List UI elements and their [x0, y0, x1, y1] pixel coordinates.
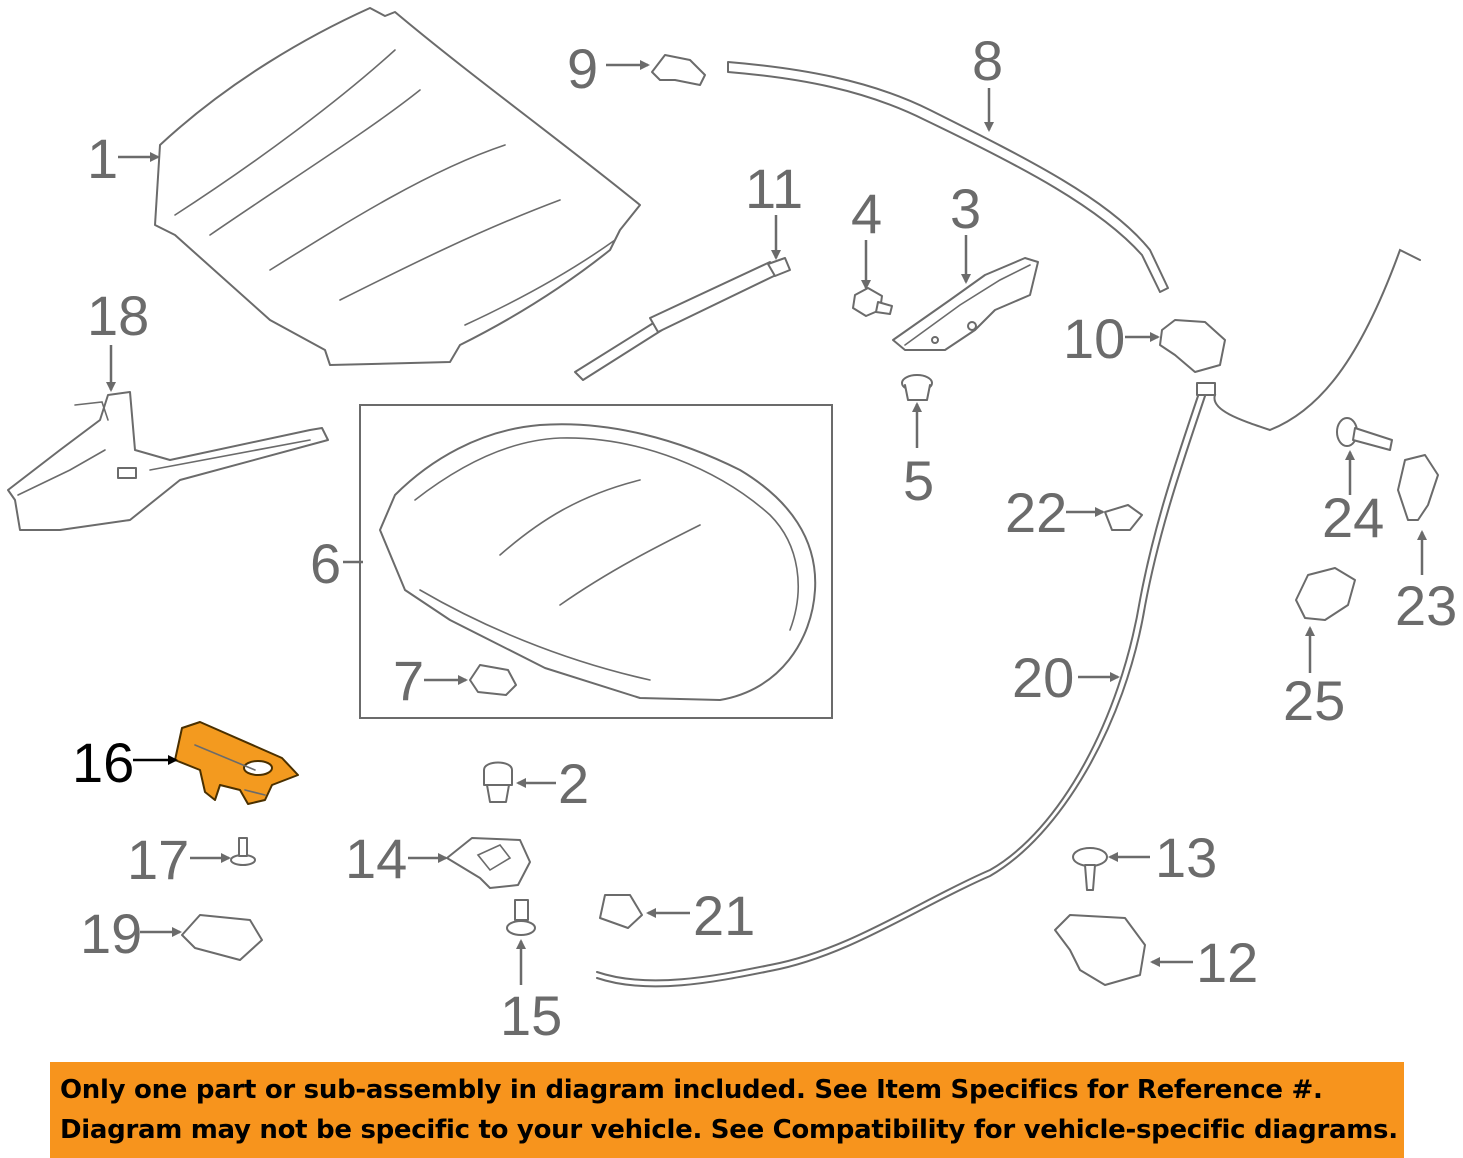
disclaimer-line-2: Diagram may not be specific to your vehi… — [60, 1115, 1398, 1145]
disclaimer-banner: Only one part or sub-assembly in diagram… — [50, 1062, 1404, 1158]
callout-3: 3 — [950, 177, 981, 240]
callout-1: 1 — [87, 127, 118, 190]
hood-strut-part — [574, 257, 791, 381]
clip-7-part — [469, 664, 517, 696]
callout-2: 2 — [558, 752, 589, 815]
insulator-part — [379, 423, 817, 701]
leader-lines — [106, 60, 1427, 985]
clip-21-part — [599, 894, 643, 929]
weatherstrip-part — [727, 61, 1169, 293]
callout-21: 21 — [693, 884, 755, 947]
callout-12: 12 — [1196, 931, 1258, 994]
lock-bracket-part — [174, 721, 299, 805]
clip-25-part — [1295, 567, 1356, 621]
callout-17: 17 — [127, 828, 189, 891]
callout-7: 7 — [393, 649, 424, 712]
bumper-10-part — [1159, 319, 1226, 373]
callout-14: 14 — [345, 827, 407, 890]
callout-20: 20 — [1012, 646, 1074, 709]
callout-6: 6 — [310, 532, 341, 595]
callout-22: 22 — [1005, 481, 1067, 544]
callout-19: 19 — [80, 902, 142, 965]
callout-24: 24 — [1322, 486, 1384, 549]
callout-18: 18 — [87, 284, 149, 347]
pin-17-part — [230, 837, 256, 866]
striker-part — [446, 837, 531, 889]
bumper-2-part — [483, 761, 513, 803]
grommet-5-part — [901, 374, 933, 401]
callout-4: 4 — [851, 182, 882, 245]
callout-15: 15 — [500, 984, 562, 1047]
clip-9-part — [651, 54, 706, 86]
cover-19-part — [181, 914, 263, 961]
hood-part — [154, 7, 641, 366]
screw-13-part — [1072, 847, 1108, 891]
callout-10: 10 — [1063, 307, 1125, 370]
screw-24-part — [1336, 417, 1393, 451]
callout-labels: 1 2 3 4 5 6 7 8 9 10 11 12 13 14 15 16 1… — [72, 29, 1457, 1047]
callout-25: 25 — [1283, 669, 1345, 732]
callout-23: 23 — [1395, 574, 1457, 637]
clip-22-part — [1104, 504, 1143, 531]
callout-11: 11 — [745, 157, 803, 220]
hinge-part — [892, 257, 1039, 351]
callout-13: 13 — [1155, 826, 1217, 889]
latch-part — [1054, 914, 1146, 986]
release-cable-part — [596, 248, 1421, 988]
callout-16: 16 — [72, 731, 134, 794]
bolt-4-part — [852, 287, 893, 317]
callout-9: 9 — [567, 37, 598, 100]
clip-23-part — [1397, 454, 1439, 521]
callout-8: 8 — [972, 29, 1003, 92]
callout-5: 5 — [903, 449, 934, 512]
bolt-15-part — [506, 899, 536, 936]
disclaimer-line-1: Only one part or sub-assembly in diagram… — [60, 1075, 1323, 1105]
support-bracket-part — [7, 391, 329, 531]
